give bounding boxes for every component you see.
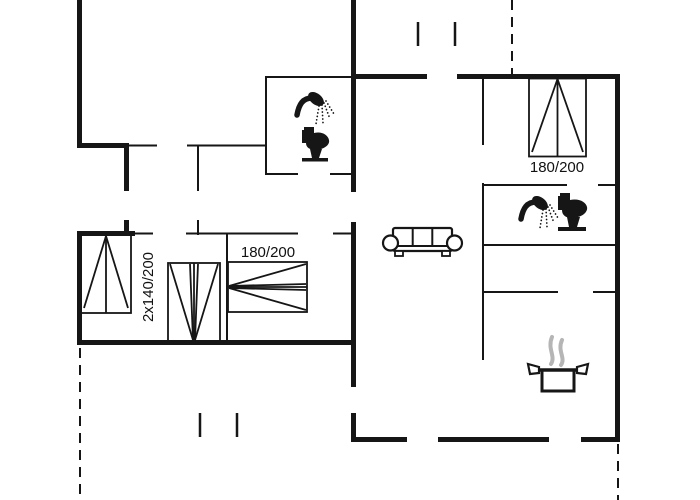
bed-duvet-line — [228, 283, 307, 287]
bed-180x200-top-right — [528, 77, 587, 158]
shower-arm — [518, 199, 539, 222]
toilet-base — [558, 227, 586, 231]
spray-line — [315, 105, 320, 125]
bed-duvet-line — [531, 78, 559, 153]
sofa-body — [391, 226, 454, 253]
toilet-base — [302, 158, 328, 162]
toilet-icon — [302, 127, 330, 162]
wall — [457, 74, 620, 79]
sofa-foot — [441, 250, 451, 257]
wall — [77, 340, 355, 345]
bed-duvet-line — [189, 263, 194, 341]
wall — [351, 413, 356, 442]
wall — [438, 437, 549, 442]
bed-duvet-line — [228, 287, 307, 291]
bed-duvet-line — [169, 263, 194, 341]
exterior-walls — [77, 0, 620, 442]
spray-line — [549, 204, 559, 219]
bed-duvet-line — [228, 263, 307, 287]
spray-line — [539, 209, 544, 229]
bed-duvet-line — [556, 78, 584, 153]
bed-size-label-top-right: 180/200 — [530, 159, 584, 176]
wall — [77, 0, 82, 147]
wall — [77, 231, 82, 345]
toilet-tank-lid — [560, 193, 570, 197]
toilet-icon — [558, 193, 588, 231]
spray-line — [321, 104, 324, 124]
steam-line — [548, 335, 555, 366]
toilet-bowl — [306, 132, 330, 150]
bed-size-label-double: 2x140/200 — [140, 252, 157, 322]
sofa-foot — [394, 250, 404, 257]
shower-head — [532, 195, 548, 211]
shower-spray — [315, 100, 335, 125]
bed-duvet-line — [105, 235, 129, 309]
spray-line — [325, 100, 335, 115]
bed-double-2x140x200 — [167, 262, 221, 342]
wall — [77, 143, 129, 148]
steam-icon — [548, 335, 565, 367]
shower-icon — [294, 91, 335, 125]
wall — [581, 437, 620, 442]
toilet-pedestal — [310, 149, 322, 158]
pot-handle-left — [526, 362, 541, 376]
shower-icon — [518, 195, 559, 229]
sofa-icon — [381, 226, 464, 257]
bed-duvet-line — [83, 235, 107, 309]
opening-tick-marks — [198, 22, 457, 437]
bed-duvet-line — [194, 263, 199, 341]
spray-line — [323, 102, 331, 120]
pot-handle-right — [575, 362, 590, 376]
shower-head — [308, 91, 324, 107]
bed-duvet-line — [194, 263, 219, 341]
wall — [124, 143, 129, 191]
bed-single-left — [80, 234, 132, 314]
pot-body — [540, 368, 576, 393]
spray-line — [547, 206, 555, 224]
bed-180x200-bottom — [227, 261, 308, 313]
steam-line — [558, 338, 565, 367]
toilet-tank-lid — [304, 127, 314, 131]
spray-line — [545, 208, 548, 228]
wall — [77, 231, 135, 236]
dashed-boundary-lines — [79, 0, 619, 500]
sofa-armrest — [381, 234, 400, 252]
wall — [351, 437, 407, 442]
wall — [353, 74, 427, 79]
toilet-pedestal — [567, 217, 580, 227]
cooking-pot-icon — [526, 335, 590, 393]
wall — [615, 74, 620, 442]
toilet-bowl — [562, 199, 588, 218]
wall — [124, 220, 129, 235]
wall — [351, 0, 356, 192]
beds — [80, 77, 587, 342]
shower-spray — [539, 204, 559, 229]
shower-arm — [294, 95, 315, 118]
interior-walls — [129, 76, 615, 360]
wall — [351, 222, 356, 387]
sofa-armrest — [445, 234, 464, 252]
bed-duvet-line — [228, 287, 307, 311]
bed-size-label-bottom-right: 180/200 — [241, 244, 295, 261]
